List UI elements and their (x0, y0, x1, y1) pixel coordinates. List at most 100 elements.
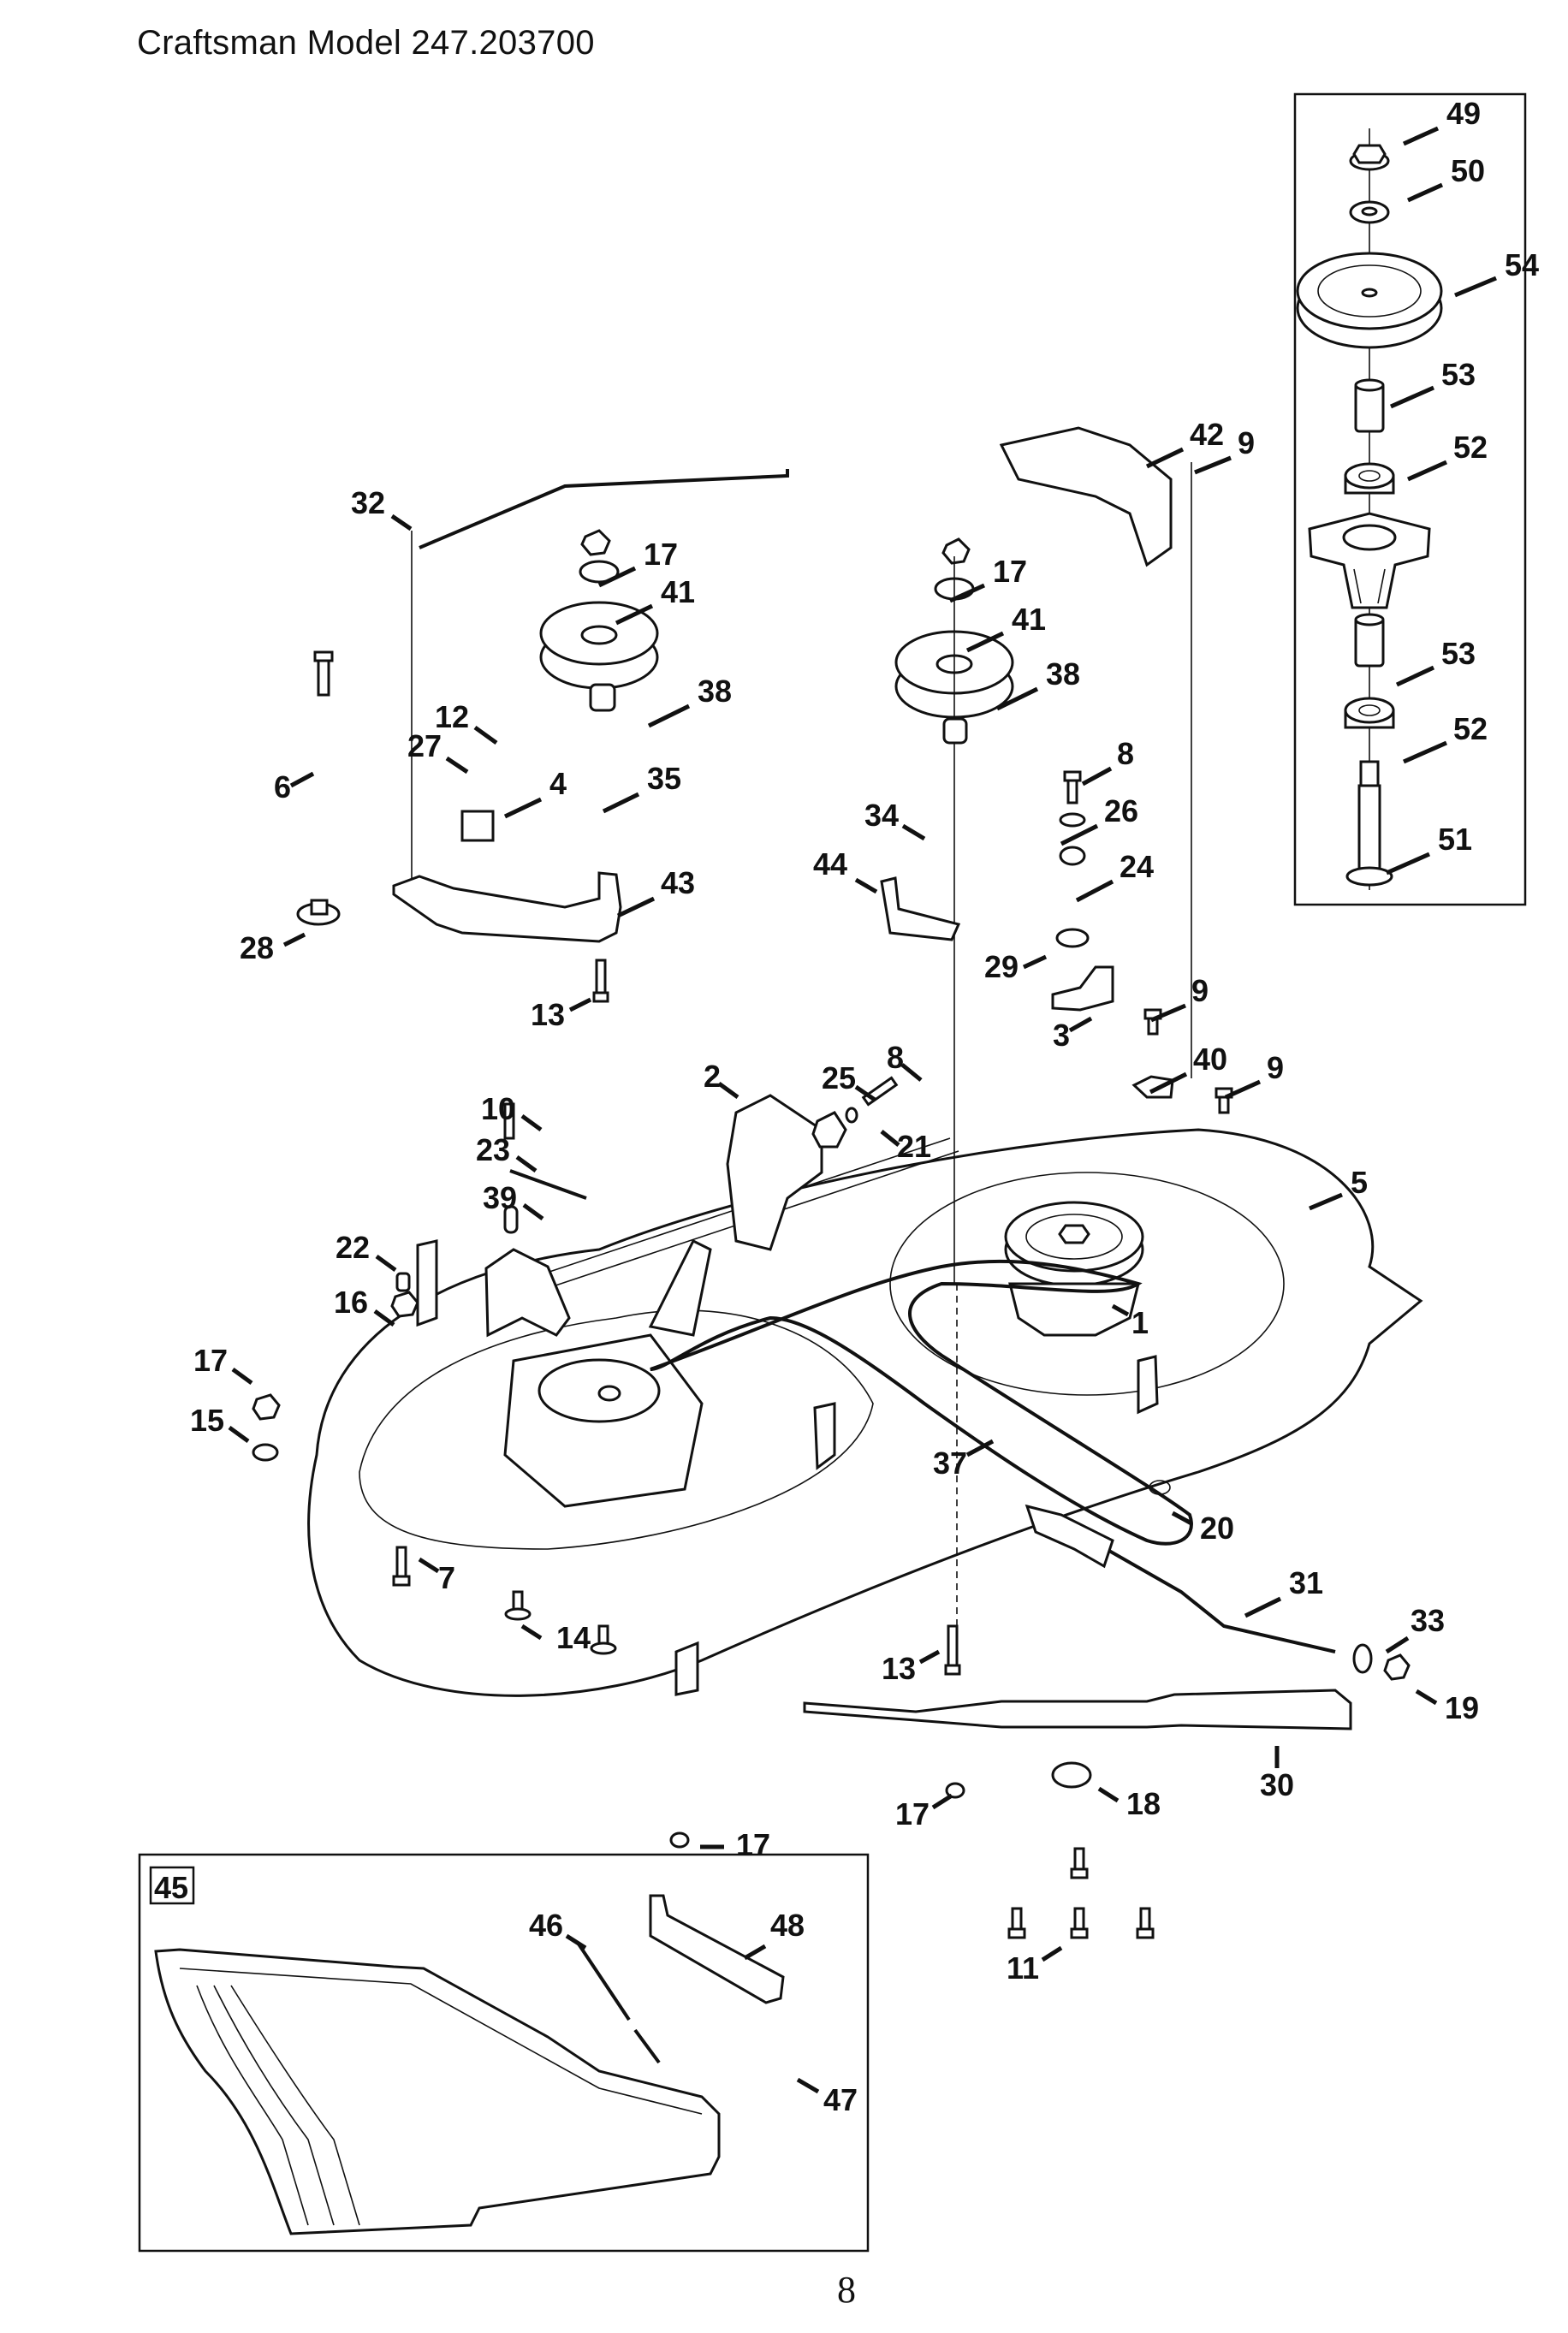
mower-deck-drawing (252, 1008, 1423, 1939)
idler-bracket-pad-part (460, 810, 495, 842)
callout-53: 53 (1395, 636, 1476, 687)
callout-leader-line (995, 686, 1039, 711)
callout-42: 42 (1145, 417, 1224, 469)
callout-number: 17 (193, 1343, 228, 1378)
callout-number: 15 (190, 1403, 224, 1438)
callout-number: 34 (864, 798, 899, 833)
callout-number: 28 (240, 930, 274, 965)
pin-part (503, 1102, 515, 1140)
belt-guide-part (1131, 1075, 1174, 1099)
callout-7: 7 (418, 1557, 455, 1595)
callout-18: 18 (1097, 1786, 1161, 1821)
callout-number: 13 (882, 1651, 916, 1686)
bolt-part (944, 1624, 961, 1676)
callout-leader-line (515, 1155, 538, 1173)
callout-28: 28 (240, 930, 306, 965)
callout-38: 38 (647, 674, 732, 728)
callout-54: 54 (1454, 247, 1539, 298)
idler-arm-part (1051, 965, 1114, 1012)
spacer-part (1354, 378, 1385, 433)
callout-number: 47 (823, 2082, 858, 2117)
inset-frame (138, 1853, 870, 2253)
callout-number: 6 (274, 769, 291, 804)
callout-leader-line (1111, 1303, 1130, 1317)
bolt-part (1063, 770, 1082, 804)
callout-leader-line (289, 771, 315, 788)
grass-deflector-inset (138, 1853, 870, 2253)
callout-number: 29 (984, 949, 1019, 984)
callout-10: 10 (481, 1091, 543, 1132)
left-pulley-housing (503, 1333, 704, 1508)
bearing-part (1344, 697, 1395, 729)
callout-17: 17 (895, 1793, 953, 1831)
callout-41: 41 (615, 574, 695, 626)
callout-5: 5 (1309, 1165, 1368, 1211)
callout-leader-line (602, 792, 640, 814)
callout-21: 21 (880, 1129, 931, 1164)
callout-leader-line (1150, 1003, 1186, 1023)
callout-leader-line (1081, 766, 1113, 787)
callout-number: 27 (407, 728, 442, 763)
baffle-part (1137, 1355, 1159, 1415)
spindle-shaft-part (1345, 760, 1393, 887)
bolt-part (392, 1546, 411, 1587)
callout-number: 46 (529, 1908, 563, 1943)
callout-4: 4 (503, 766, 567, 819)
callout-leader-line (473, 725, 498, 745)
callout-leader-line (900, 1063, 923, 1082)
callout-number: 3 (1053, 1018, 1070, 1053)
callout-number: 18 (1126, 1786, 1161, 1821)
hex-nut-part (1383, 1653, 1411, 1681)
callout-number: 30 (1260, 1767, 1294, 1802)
callout-19: 19 (1415, 1689, 1479, 1725)
callout-number: 12 (435, 699, 469, 734)
callout-leader-line (1149, 1072, 1188, 1095)
callout-number: 17 (644, 537, 678, 572)
hex-nut-part (580, 529, 611, 556)
callout-number: 2 (704, 1059, 721, 1094)
callout-leader-line (1224, 1079, 1262, 1100)
callout-26: 26 (1060, 793, 1138, 846)
callout-number: 51 (1438, 822, 1472, 857)
callout-leader-line (390, 513, 413, 531)
washer-part (1352, 1643, 1373, 1674)
callout-51: 51 (1385, 822, 1472, 876)
callout-9: 9 (1150, 973, 1209, 1023)
callout-number: 41 (1012, 602, 1046, 637)
callout-leader-line (520, 1624, 543, 1641)
bushing-part (1055, 928, 1090, 948)
idler-assembly-left (296, 469, 789, 1003)
callout-25: 25 (822, 1060, 876, 1102)
spacer-part (1354, 613, 1385, 668)
callout-leader-line (931, 1793, 953, 1810)
adjustment-rod-part (1060, 1522, 1336, 1653)
hinge-rod-part (576, 1941, 631, 2021)
bearing-part (1344, 462, 1395, 495)
spindle-assembly-inset (1293, 92, 1527, 906)
callout-number: 16 (334, 1285, 368, 1320)
callout-number: 54 (1505, 247, 1539, 282)
callout-leader-line (520, 1113, 543, 1132)
spacer-part (589, 683, 616, 712)
callout-leader-line (880, 1130, 900, 1147)
callout-37: 37 (933, 1439, 995, 1481)
callout-leader-line (616, 896, 656, 918)
callout-49: 49 (1402, 96, 1481, 146)
callout-number: 48 (770, 1908, 805, 1943)
callout-39: 39 (483, 1180, 544, 1221)
callout-leader-line (228, 1425, 250, 1444)
callout-35: 35 (602, 761, 681, 814)
callout-leader-line (1389, 385, 1435, 409)
bracket-part (880, 876, 961, 941)
callout-leader-line (1309, 1192, 1343, 1211)
callout-16: 16 (334, 1285, 395, 1327)
grass-deflector-part (154, 1948, 721, 2235)
callout-1: 1 (1111, 1303, 1149, 1340)
callout-number: 7 (438, 1560, 455, 1595)
page-title: Craftsman Model 247.203700 (137, 24, 595, 62)
washer-part (1349, 200, 1390, 224)
callout-number: 10 (481, 1091, 515, 1126)
callout-number: 5 (1351, 1165, 1368, 1200)
callout-leader-line (1068, 1016, 1093, 1033)
hex-nut-part (811, 1111, 847, 1149)
